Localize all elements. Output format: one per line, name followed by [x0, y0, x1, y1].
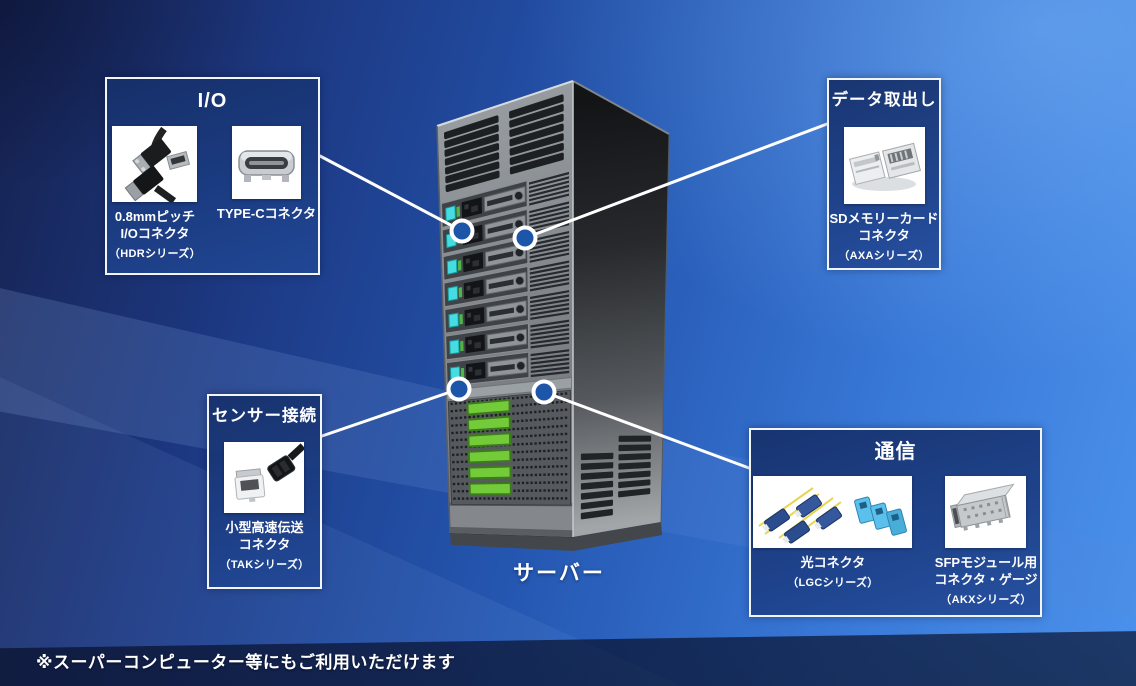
product-tak-connector-name: 小型高速伝送 コネクタ	[225, 519, 304, 552]
callout-io-products: 0.8mmピッチ I/Oコネクタ （HDRシリーズ） TYPE-Cコネクタ	[107, 126, 318, 261]
callout-io[interactable]: I/O	[105, 77, 320, 275]
small-high-speed-connector-photo	[224, 441, 305, 513]
product-optical-connector-series: （LGCシリーズ）	[787, 576, 879, 589]
product-type-c: TYPE-Cコネクタ	[217, 126, 316, 225]
callout-sensor-title: センサー接続	[212, 407, 317, 425]
product-optical-connector: 光コネクタ （LGCシリーズ）	[753, 476, 913, 590]
line-sensor	[320, 387, 461, 438]
product-hdr-name: 0.8mmピッチ I/Oコネクタ	[114, 209, 196, 241]
product-sd-connector-name: SDメモリーカード コネクタ	[829, 210, 939, 243]
footnote: ※スーパーコンピューター等にもご利用いただけます	[36, 653, 456, 672]
hdr-io-connectors-image	[125, 126, 191, 202]
product-hdr-series: （HDRシリーズ）	[108, 247, 201, 260]
small-high-speed-connector-image	[235, 443, 305, 502]
server-side-face	[573, 81, 669, 537]
optical-connector-image	[758, 487, 908, 544]
callout-point-data-readout	[512, 225, 538, 251]
type-c-connector-photo	[231, 126, 301, 199]
optical-connector-photo	[753, 476, 913, 548]
callout-connector-lines	[318, 122, 829, 470]
line-communication	[542, 390, 751, 470]
callout-data-readout-title: データ取出し	[831, 91, 937, 109]
sfp-module-connector-cage-image	[950, 483, 1016, 531]
server-label: サーバー	[513, 562, 605, 585]
product-sd-connector-series: （AXAシリーズ）	[838, 249, 930, 262]
callout-point-sensor	[446, 376, 472, 402]
product-sfp-cage-series: （AKXシリーズ）	[940, 593, 1032, 606]
line-io	[318, 154, 464, 233]
product-hdr: 0.8mmピッチ I/Oコネクタ （HDRシリーズ）	[109, 126, 201, 261]
product-optical-connector-name: 光コネクタ	[800, 555, 866, 570]
sd-memory-card-connector-image	[848, 142, 921, 191]
server-panel-details	[441, 94, 652, 537]
hdr-io-connectors-photo	[112, 126, 198, 202]
callout-communication-products: 光コネクタ （LGCシリーズ）	[751, 476, 1040, 607]
sd-memory-card-connector-photo	[843, 126, 925, 204]
callout-points	[446, 218, 557, 405]
callout-data-readout-products: SDメモリーカード コネクタ （AXAシリーズ）	[829, 126, 939, 263]
line-data-readout	[523, 122, 829, 240]
callout-communication-title: 通信	[874, 441, 917, 463]
product-sfp-cage: SFPモジュール用 コネクタ・ゲージ （AKXシリーズ）	[934, 476, 1038, 607]
product-sd-connector: SDメモリーカード コネクタ （AXAシリーズ）	[829, 126, 939, 263]
callout-point-communication	[531, 379, 557, 405]
callout-sensor-products: 小型高速伝送 コネクタ （TAKシリーズ）	[209, 441, 320, 572]
product-tak-connector: 小型高速伝送 コネクタ （TAKシリーズ）	[219, 441, 310, 572]
callout-data-readout[interactable]: データ取出し	[827, 78, 941, 270]
type-c-connector-image	[238, 150, 295, 182]
product-sfp-cage-name: SFPモジュール用 コネクタ・ゲージ	[934, 555, 1038, 587]
callout-sensor[interactable]: センサー接続	[207, 394, 322, 589]
product-type-c-name: TYPE-Cコネクタ	[216, 206, 317, 221]
callout-communication[interactable]: 通信	[749, 428, 1042, 617]
callout-point-io	[449, 218, 475, 244]
server-graphic	[436, 80, 670, 551]
sfp-module-connector-cage-photo	[945, 476, 1027, 548]
callout-io-title: I/O	[197, 90, 228, 112]
product-tak-connector-series: （TAKシリーズ）	[219, 558, 310, 571]
